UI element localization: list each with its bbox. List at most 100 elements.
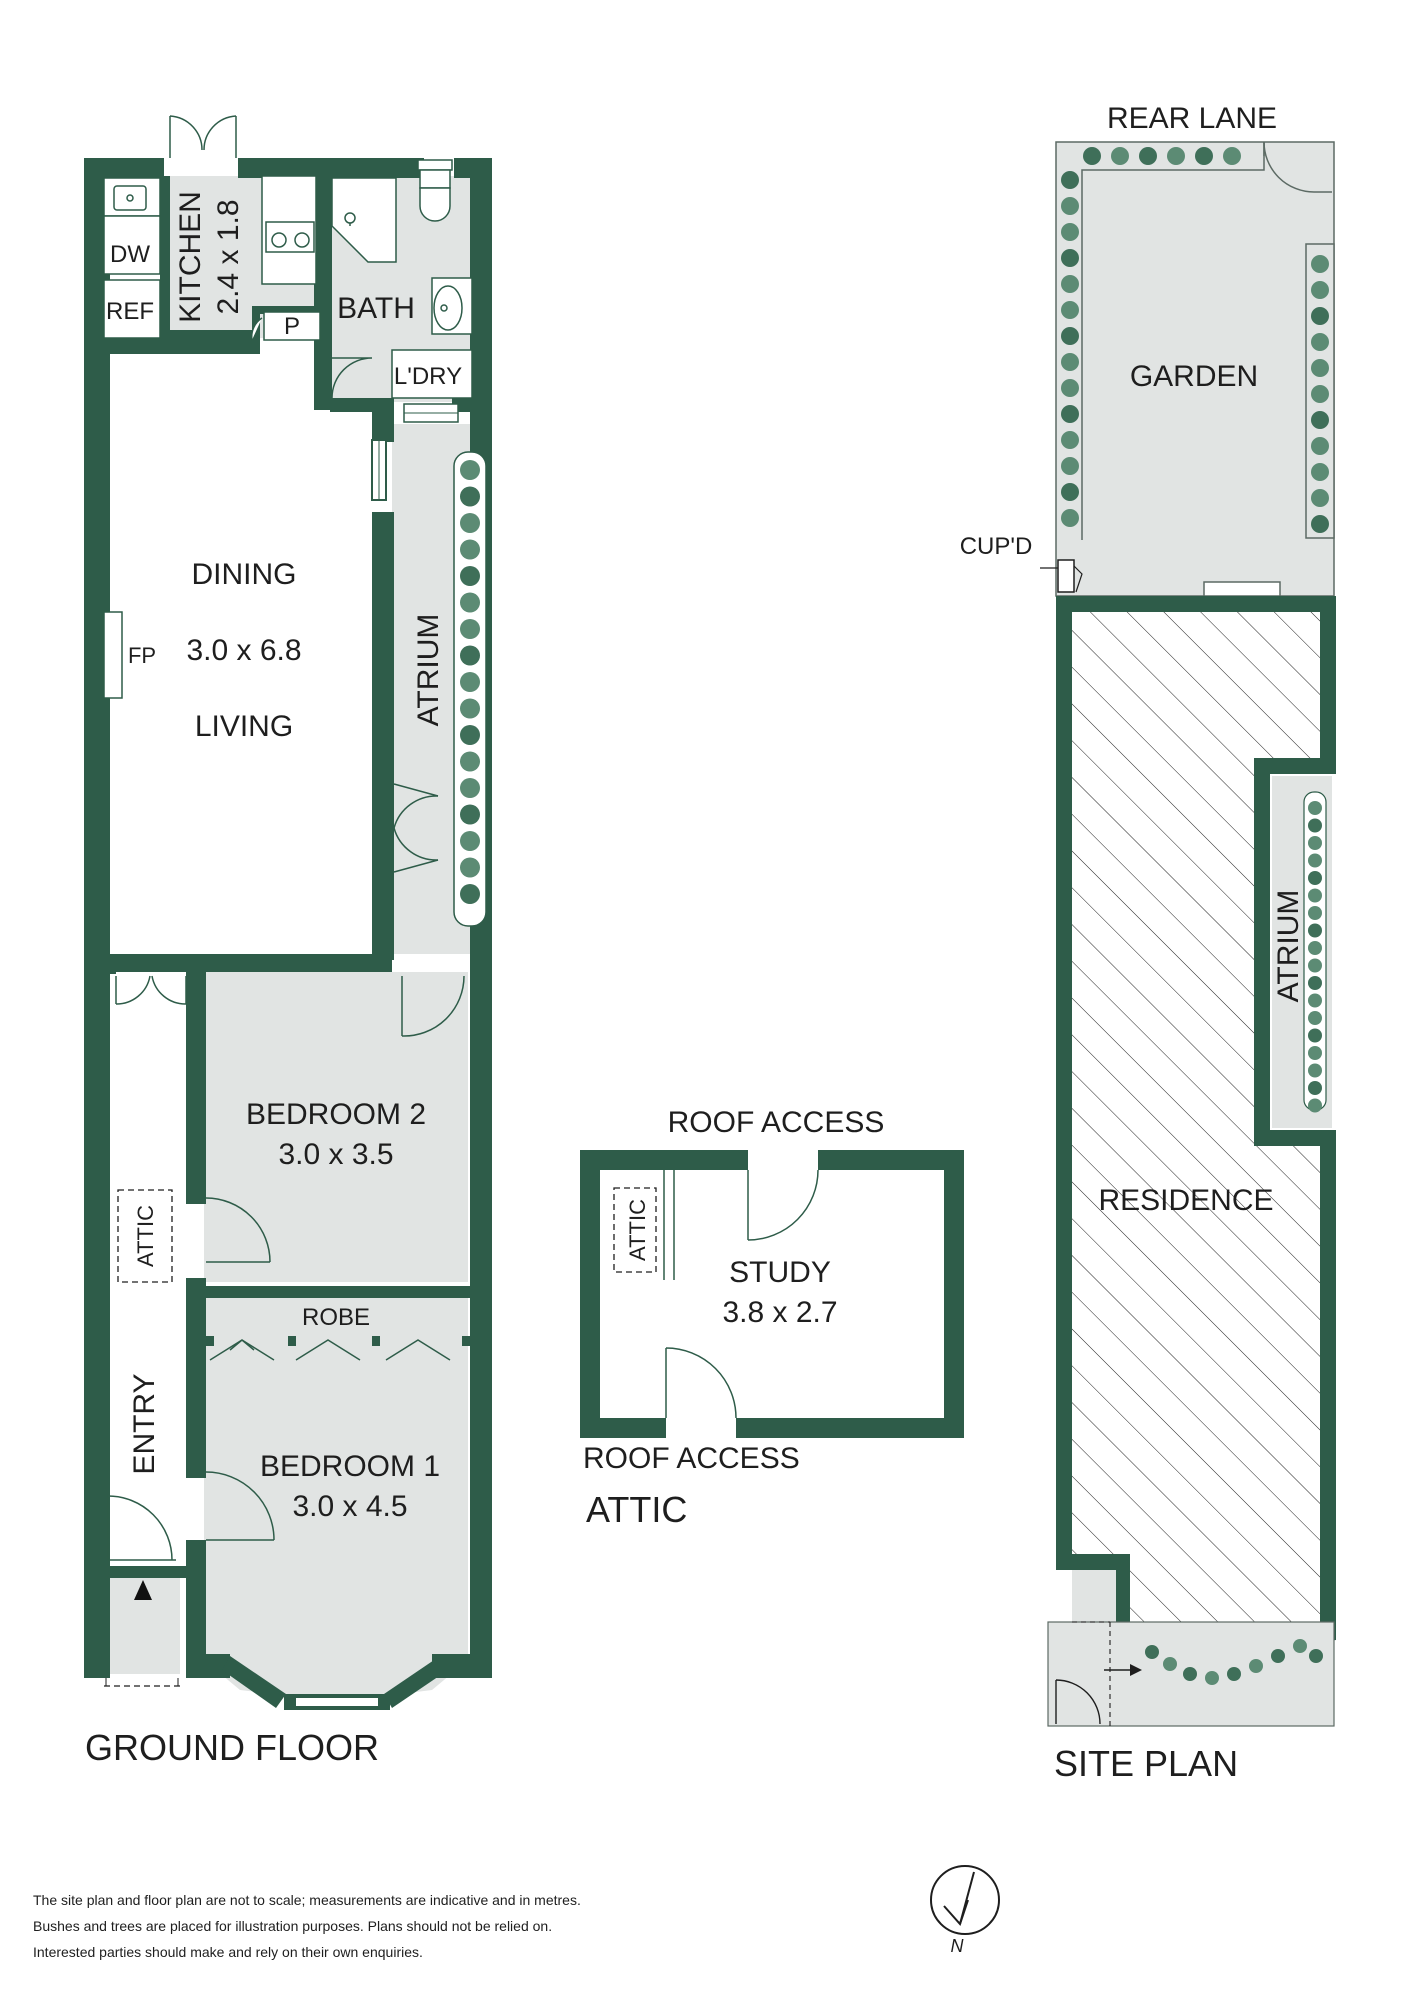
plant-icon: [1311, 437, 1329, 455]
site-plan: REAR LANE GARDEN CUP'D ATRIUM RESIDENCE …: [960, 102, 1336, 1784]
plant-icon: [1308, 993, 1322, 1008]
fireplace: [103, 611, 123, 699]
attic-hatch-label: ATTIC: [133, 1205, 158, 1267]
plant-icon: [1271, 1649, 1285, 1663]
north-arrow-icon: N: [930, 1865, 1000, 1956]
attic-storage-label: ATTIC: [625, 1199, 650, 1261]
plant-icon: [1308, 1063, 1322, 1078]
study-size: 3.8 x 2.7: [722, 1296, 837, 1329]
site-atrium-label: ATRIUM: [1272, 890, 1305, 1003]
plant-icon: [1308, 923, 1322, 938]
plant-icon: [1061, 171, 1079, 189]
plant-icon: [1308, 818, 1322, 833]
pantry-label: P: [284, 313, 300, 340]
plant-icon: [460, 619, 480, 639]
dining-size: 3.0 x 6.8: [186, 634, 301, 667]
plant-icon: [460, 592, 480, 613]
plant-icon: [1061, 249, 1079, 267]
plant-icon: [460, 698, 480, 719]
bedroom2-floor: [204, 972, 468, 1282]
plant-icon: [1311, 333, 1329, 351]
plant-icon: [1145, 1645, 1159, 1659]
ground-floor-caption: GROUND FLOOR: [85, 1727, 379, 1768]
garden-area: [1055, 141, 1335, 597]
plant-icon: [1227, 1667, 1241, 1681]
study-label: STUDY: [729, 1256, 831, 1289]
plant-icon: [1195, 147, 1213, 165]
plant-icon: [1061, 405, 1079, 423]
entry-label: ENTRY: [128, 1373, 161, 1474]
cupboard-label: CUP'D: [960, 533, 1033, 560]
plant-icon: [1308, 871, 1322, 885]
plant-icon: [1308, 976, 1322, 990]
plant-icon: [460, 804, 480, 825]
dining-label: DINING: [192, 558, 297, 591]
plant-icon: [1061, 483, 1079, 501]
attic-walls: [580, 1150, 964, 1438]
hall-doors: [107, 975, 465, 1561]
plant-icon: [460, 725, 480, 745]
plant-icon: [1308, 836, 1322, 850]
roof-access-bottom-label: ROOF ACCESS: [583, 1442, 800, 1475]
plant-icon: [1061, 379, 1079, 397]
atrium-label: ATRIUM: [412, 614, 445, 727]
plant-icon: [1061, 431, 1079, 449]
cupboard: [1057, 559, 1075, 593]
plant-icon: [1308, 853, 1322, 868]
site-entry-arrow-icon: [1130, 1664, 1142, 1676]
rear-lane-label: REAR LANE: [1107, 102, 1277, 135]
plant-icon: [460, 486, 480, 507]
entry-arrow-icon: [134, 1580, 152, 1600]
laundry-label: L'DRY: [394, 363, 462, 390]
plant-icon: [1311, 359, 1329, 377]
bedroom1-label: BEDROOM 1: [260, 1450, 440, 1483]
plant-icon: [1311, 515, 1329, 533]
plant-icon: [460, 566, 480, 586]
plant-icon: [1061, 223, 1079, 241]
plant-icon: [1308, 1011, 1322, 1025]
plant-icon: [1311, 463, 1329, 481]
plant-icon: [1308, 1098, 1322, 1113]
ref-label: REF: [106, 298, 154, 325]
kitchen-label: KITCHEN: [174, 191, 207, 323]
plant-icon: [1311, 255, 1329, 273]
attic-doors: [663, 1169, 819, 1419]
bedroom2-label: BEDROOM 2: [246, 1098, 426, 1131]
plant-icon: [460, 751, 480, 772]
plant-icon: [1308, 1046, 1322, 1060]
plant-icon: [1061, 275, 1079, 293]
plant-icon: [1308, 1081, 1322, 1095]
plant-icon: [1293, 1639, 1307, 1653]
plant-icon: [1223, 147, 1241, 165]
plant-icon: [1311, 385, 1329, 403]
disclaimer-line-3: Interested parties should make and rely …: [33, 1944, 423, 1960]
plant-icon: [1061, 509, 1079, 527]
plant-icon: [1249, 1659, 1263, 1673]
robe-label: ROBE: [302, 1304, 370, 1331]
fireplace-label: FP: [128, 643, 156, 668]
plant-icon: [1061, 327, 1079, 345]
atrium-doors: [393, 783, 439, 873]
attic-storage-hatch: [613, 1187, 657, 1273]
plant-icon: [1308, 958, 1322, 973]
plant-icon: [460, 645, 480, 666]
north-label: N: [951, 1936, 965, 1956]
plant-icon: [1311, 307, 1329, 325]
bath-label: BATH: [337, 292, 415, 325]
plant-icon: [1311, 281, 1329, 299]
atrium-plants: [460, 460, 480, 904]
bedroom1-size: 3.0 x 4.5: [292, 1490, 407, 1523]
plant-icon: [1111, 147, 1129, 165]
dw-label: DW: [110, 241, 150, 268]
kitchen-rear-doors: [169, 115, 237, 158]
disclaimer-line-1: The site plan and floor plan are not to …: [33, 1892, 581, 1908]
plant-icon: [1205, 1671, 1219, 1685]
plant-icon: [1167, 147, 1185, 165]
plant-icon: [460, 513, 480, 533]
site-plan-caption: SITE PLAN: [1054, 1743, 1238, 1784]
plant-icon: [1061, 457, 1079, 475]
bedroom2-size: 3.0 x 3.5: [278, 1138, 393, 1171]
garden-plants: [1061, 147, 1329, 533]
kitchen-size: 2.4 x 1.8: [212, 199, 245, 314]
plant-icon: [1139, 147, 1157, 165]
